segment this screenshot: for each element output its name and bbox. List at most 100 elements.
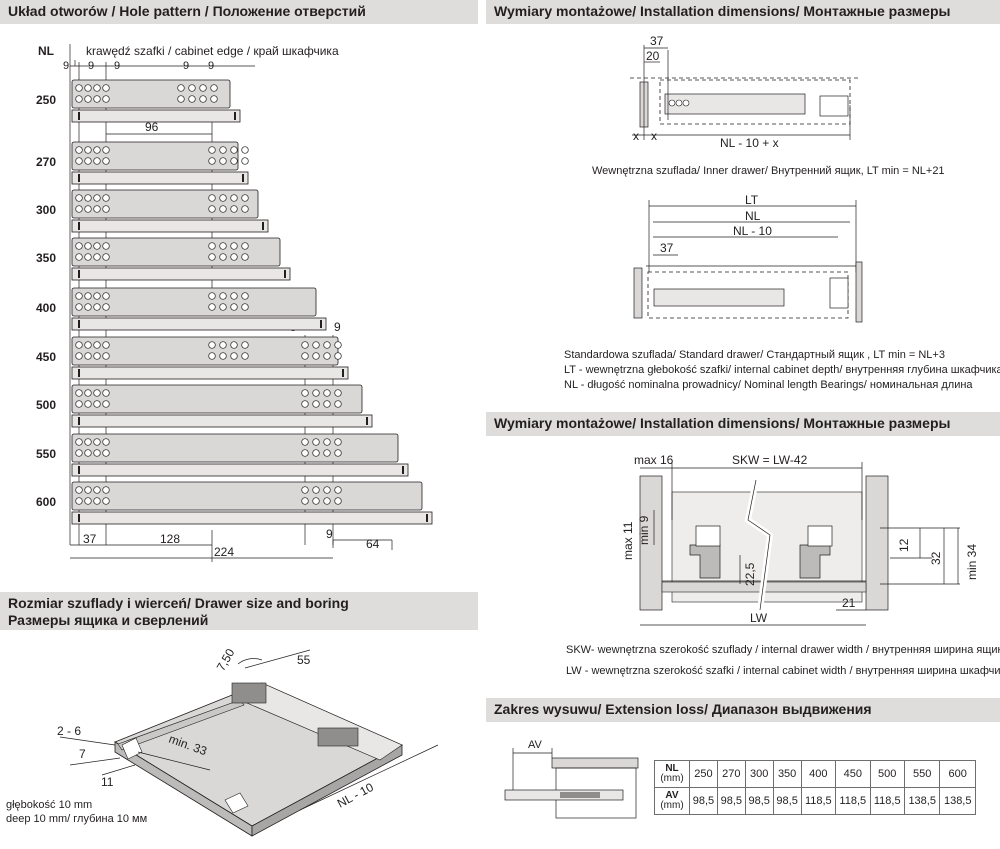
hole: [241, 242, 249, 250]
hole: [102, 205, 110, 213]
hole: [102, 486, 110, 494]
hole: [219, 242, 227, 250]
hole: [84, 449, 92, 457]
caption-std-drawer-3: NL - długość nominalna prowadnicy/ Nomin…: [564, 379, 973, 391]
dim-224: 224: [214, 545, 234, 559]
hole: [230, 292, 238, 300]
dim-12: 12: [897, 538, 911, 552]
drawer-row: 450: [36, 336, 349, 380]
nl-value: 600: [36, 495, 56, 509]
nl-header-cell: NL(mm): [654, 760, 690, 788]
drawer-rail: [71, 366, 349, 380]
nl-cell: 450: [835, 760, 871, 788]
hole: [93, 205, 101, 213]
hole: [102, 95, 110, 103]
dim-min9: min 9: [637, 515, 651, 545]
dim-7: 7: [79, 747, 86, 761]
hole: [93, 292, 101, 300]
hole: [219, 146, 227, 154]
dim-21: 21: [842, 596, 856, 610]
hole: [301, 486, 309, 494]
drawer-isometric-diagram: 7,50 55 2 - 6 7 11 min. 33 NL - 10: [57, 646, 439, 837]
hole: [93, 497, 101, 505]
av-cell: 98,5: [772, 787, 802, 815]
hole: [102, 303, 110, 311]
top-dim-1: 9: [63, 60, 69, 72]
drawer-side: [71, 287, 317, 317]
drawer-row: 400: [36, 287, 327, 331]
install-top-title: Wymiary montażowe/ Installation dimensio…: [486, 0, 1000, 24]
hole: [219, 205, 227, 213]
hole: [334, 449, 342, 457]
hole: [323, 389, 331, 397]
hole: [208, 352, 216, 360]
dim-32: 32: [929, 551, 943, 565]
drawer-rail: [71, 463, 409, 477]
hole: [323, 449, 331, 457]
slot: [284, 270, 286, 278]
dim-96: 96: [145, 120, 159, 134]
drawer-row: 300: [36, 189, 269, 233]
depth-note-2: deep 10 mm/ глубина 10 мм: [6, 813, 148, 825]
slot: [320, 320, 322, 328]
hole: [230, 341, 238, 349]
drawer-size-title-line1: Rozmiar szuflady i wierceń/ Drawer size …: [8, 595, 349, 611]
hole: [219, 341, 227, 349]
nl-value: 400: [36, 301, 56, 315]
hole: [208, 292, 216, 300]
drawer-row: 350: [36, 237, 291, 281]
hole: [219, 157, 227, 165]
hole: [84, 205, 92, 213]
hole: [75, 389, 83, 397]
hole: [312, 449, 320, 457]
drawer-row: 550: [36, 433, 409, 477]
av-cell: 138,5: [903, 787, 941, 815]
hole: [75, 438, 83, 446]
hole: [241, 352, 249, 360]
nl-value: 250: [36, 93, 56, 107]
hole: [188, 95, 196, 103]
hole: [93, 449, 101, 457]
caption-skw: SKW- wewnętrzna szerokość szuflady / int…: [566, 644, 1000, 656]
inner-drawer-diagram: 37 20 x x NL - 10 + x: [630, 34, 860, 150]
slot: [78, 466, 80, 474]
hole: [334, 497, 342, 505]
hole: [312, 389, 320, 397]
hole: [102, 242, 110, 250]
hole: [323, 497, 331, 505]
hole: [84, 95, 92, 103]
hole: [102, 497, 110, 505]
hole: [75, 352, 83, 360]
hole: [84, 146, 92, 154]
dim-nl: NL: [745, 209, 761, 223]
hole: [84, 253, 92, 261]
top-dim-5: 9: [208, 60, 214, 72]
slot: [78, 270, 80, 278]
hole: [208, 341, 216, 349]
nl-header: NL: [38, 44, 54, 58]
hole: [323, 400, 331, 408]
drawer-rail: [71, 414, 373, 428]
nl-cell: 550: [903, 760, 941, 788]
hole: [84, 486, 92, 494]
av-cell: 98,5: [744, 787, 774, 815]
drawer-row: 500: [36, 384, 373, 428]
standard-drawer-diagram: LT NL NL - 10 37: [633, 193, 863, 323]
cross-section-diagram: max 16 SKW = LW-42 max 11 min 9 22,5 12 …: [621, 453, 979, 626]
nl-cell: 400: [800, 760, 837, 788]
nl-value: 350: [36, 251, 56, 265]
hole: [93, 438, 101, 446]
hole: [93, 194, 101, 202]
hole: [84, 303, 92, 311]
hole: [93, 146, 101, 154]
dim-nlx: NL - 10 + x: [720, 136, 779, 150]
dim-225: 22,5: [743, 562, 757, 586]
hole: [75, 303, 83, 311]
hole: [75, 400, 83, 408]
dim-lt: LT: [745, 193, 759, 207]
nl-cell: 500: [869, 760, 905, 788]
av-header-cell: AV(mm): [654, 787, 690, 815]
drawer-size-title: Rozmiar szuflady i wierceń/ Drawer size …: [0, 592, 478, 630]
hole: [75, 449, 83, 457]
dim-max16: max 16: [634, 453, 674, 467]
